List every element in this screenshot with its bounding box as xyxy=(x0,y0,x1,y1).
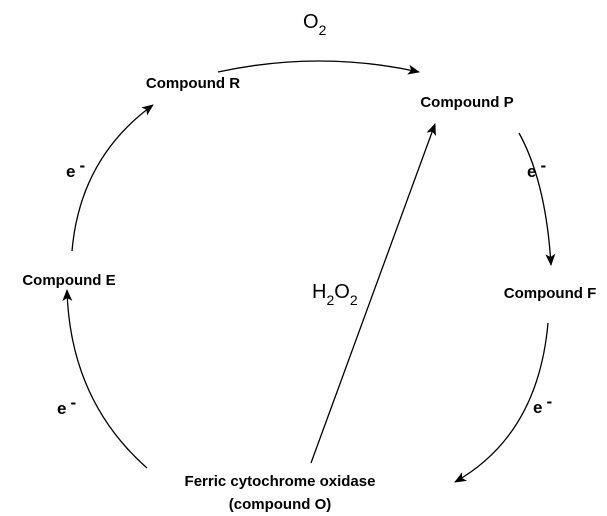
node-compound-o-line1: Ferric cytochrome oxidase xyxy=(185,473,376,490)
label-electron-e-to-r-main: e xyxy=(66,162,75,181)
label-electron-o-to-e-main: e xyxy=(57,399,66,418)
label-peroxide: H2O2 xyxy=(312,281,358,308)
arrow-r-to-p xyxy=(217,60,420,75)
node-compound-p: Compound P xyxy=(420,94,513,111)
label-oxygen-main: O xyxy=(303,11,319,33)
label-peroxide-o: O xyxy=(334,281,350,303)
node-compound-o-line2: (compound O) xyxy=(229,496,331,513)
label-electron-o-to-e: e- xyxy=(57,393,76,418)
arrow-e-to-r xyxy=(71,104,154,252)
node-compound-e: Compound E xyxy=(22,272,115,289)
label-oxygen: O2 xyxy=(303,11,327,38)
label-peroxide-sub1: 2 xyxy=(326,292,334,308)
label-electron-p-to-f-sup: - xyxy=(540,156,546,175)
label-oxygen-sub: 2 xyxy=(319,22,327,38)
arrow-o-to-e xyxy=(62,289,148,469)
label-electron-e-to-r-sup: - xyxy=(79,156,85,175)
node-compound-r: Compound R xyxy=(146,75,240,92)
label-electron-p-to-f-main: e xyxy=(527,162,536,181)
node-compound-f: Compound F xyxy=(504,285,596,302)
label-electron-p-to-f: e- xyxy=(527,156,546,181)
label-electron-f-to-o-sup: - xyxy=(546,392,552,411)
arrow-p-to-f xyxy=(518,132,556,266)
arrow-o-to-p-peroxide xyxy=(310,123,436,464)
label-electron-f-to-o: e- xyxy=(533,392,552,417)
label-electron-f-to-o-main: e xyxy=(533,398,542,417)
label-electron-o-to-e-sup: - xyxy=(70,393,76,412)
arrow-f-to-o xyxy=(454,322,549,483)
label-electron-e-to-r: e- xyxy=(66,156,85,181)
label-peroxide-h: H xyxy=(312,281,326,303)
label-peroxide-sub2: 2 xyxy=(350,292,358,308)
